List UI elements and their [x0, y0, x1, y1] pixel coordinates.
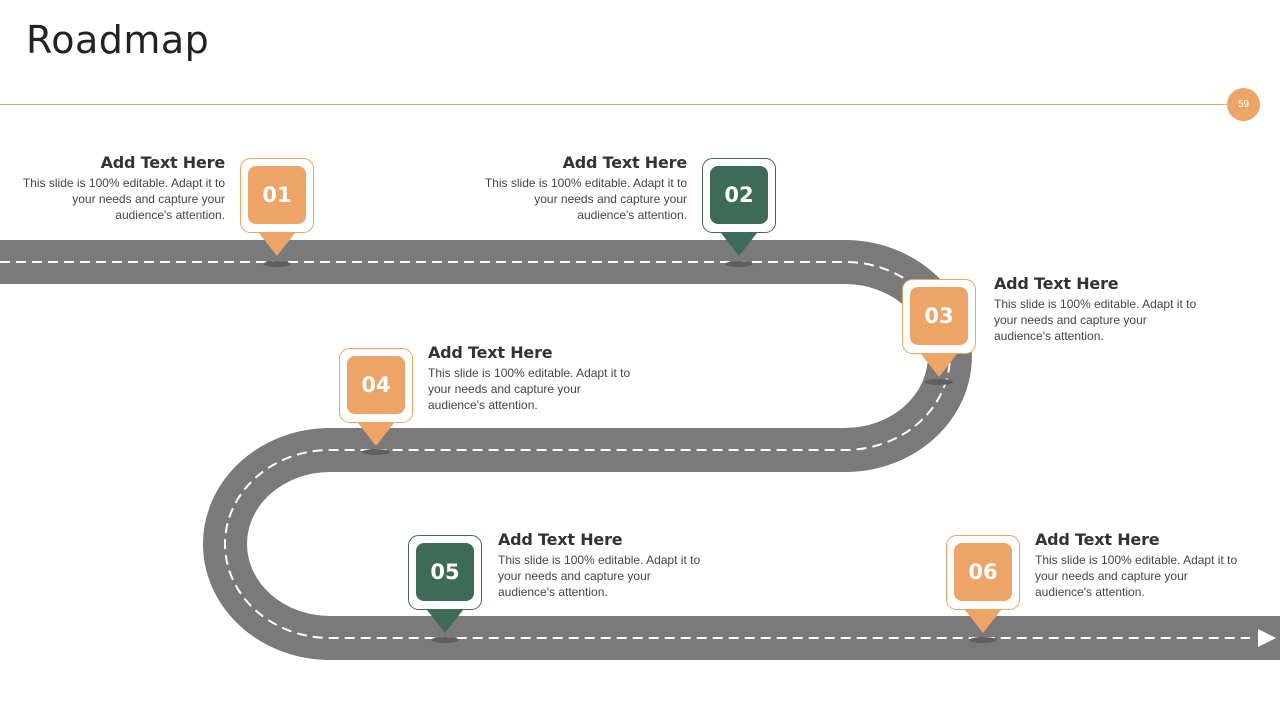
page-number-badge: 59 — [1227, 88, 1260, 121]
milestone-description: This slide is 100% editable. Adapt it to… — [498, 553, 701, 599]
milestone-heading: Add Text Here — [428, 343, 553, 362]
marker-shadow — [263, 261, 291, 267]
milestone-heading: Add Text Here — [1035, 530, 1160, 549]
marker-shadow — [431, 637, 459, 643]
milestone-description: This slide is 100% editable. Adapt it to… — [484, 176, 687, 222]
milestone-heading: Add Text Here — [562, 153, 688, 172]
milestone-text-01: Add Text Here This slide is 100% editabl… — [20, 153, 225, 223]
milestone-text-02: Add Text Here This slide is 100% editabl… — [482, 153, 687, 223]
milestone-number: 05 — [430, 560, 460, 584]
marker-shadow — [969, 637, 997, 643]
milestone-heading: Add Text Here — [498, 530, 623, 549]
milestone-number: 06 — [968, 560, 998, 584]
milestone-number: 02 — [724, 183, 754, 207]
marker-shadow — [925, 379, 953, 385]
milestone-marker-02: 02 — [702, 158, 776, 266]
road-arrow-head-icon — [1258, 629, 1276, 647]
milestone-text-05: Add Text Here This slide is 100% editabl… — [498, 530, 703, 600]
slide-title: Roadmap — [26, 18, 210, 62]
milestone-marker-04: 04 — [339, 348, 413, 456]
milestone-number: 04 — [361, 373, 391, 397]
milestone-description: This slide is 100% editable. Adapt it to… — [428, 366, 631, 412]
milestone-heading: Add Text Here — [994, 274, 1119, 293]
milestone-marker-03: 03 — [902, 279, 976, 387]
milestone-description: This slide is 100% editable. Adapt it to… — [1035, 553, 1238, 599]
marker-shadow — [362, 449, 390, 455]
header-divider — [0, 104, 1230, 105]
milestone-description: This slide is 100% editable. Adapt it to… — [22, 176, 225, 222]
milestone-description: This slide is 100% editable. Adapt it to… — [994, 297, 1197, 343]
milestone-text-03: Add Text Here This slide is 100% editabl… — [994, 274, 1199, 344]
milestone-marker-01: 01 — [240, 158, 314, 266]
milestone-number: 03 — [924, 304, 954, 328]
milestone-text-06: Add Text Here This slide is 100% editabl… — [1035, 530, 1240, 600]
milestone-heading: Add Text Here — [100, 153, 226, 172]
milestone-number: 01 — [262, 183, 292, 207]
milestone-text-04: Add Text Here This slide is 100% editabl… — [428, 343, 633, 413]
milestone-marker-06: 06 — [946, 535, 1020, 643]
milestone-marker-05: 05 — [408, 535, 482, 643]
marker-shadow — [725, 261, 753, 267]
